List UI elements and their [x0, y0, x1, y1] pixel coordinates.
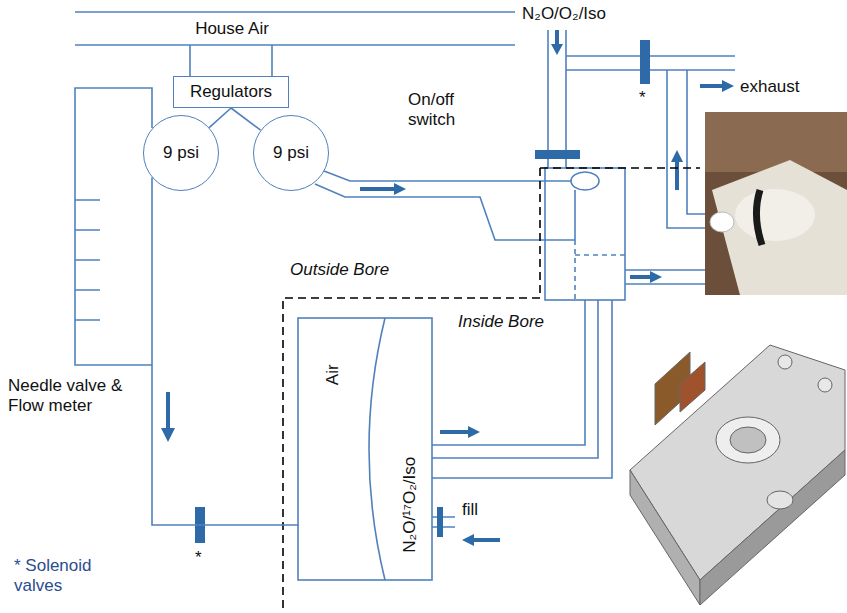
tube	[315, 184, 575, 240]
flow-arrow	[630, 275, 652, 279]
render-block	[680, 362, 705, 412]
solenoid-valve	[535, 150, 580, 159]
render-post	[778, 355, 792, 369]
flow-arrow	[472, 538, 500, 542]
flow-arrow	[166, 392, 170, 430]
flow-arrow	[722, 80, 734, 92]
chamber-tube	[432, 300, 612, 478]
switch-line	[574, 190, 576, 240]
bore-boundary	[283, 168, 700, 613]
chamber-membrane	[369, 318, 385, 580]
supply-line	[190, 45, 272, 76]
flow-arrow	[555, 30, 559, 46]
air-compartment: Air	[299, 319, 365, 579]
photo-mouse	[735, 189, 815, 241]
switch-line	[575, 240, 625, 300]
flow-meter-ticks	[75, 200, 100, 320]
flow-meter-label: Needle valve & Flow meter	[8, 376, 142, 417]
render-screw	[767, 491, 793, 509]
return-tube	[667, 70, 705, 228]
node-text: N₂O/¹⁷O₂/Iso	[400, 457, 420, 553]
fill-tube	[432, 517, 455, 527]
animal-tube	[625, 270, 705, 284]
note-label: * Solenoid valves	[14, 556, 109, 597]
render-post	[818, 378, 832, 392]
switch-label: On/off switch	[408, 90, 472, 131]
render-front	[630, 470, 700, 605]
node-text: 9 psi	[273, 143, 309, 163]
gas-compartment: N₂O/¹⁷O₂/Iso	[389, 319, 431, 579]
flow-arrow	[394, 183, 406, 195]
supply-label: House Air	[195, 19, 269, 39]
render-bore	[730, 427, 766, 453]
fill-label: fill	[462, 500, 478, 520]
gas-label: N₂O/O₂/Iso	[522, 4, 606, 24]
pressure-gauge: 9 psi	[143, 115, 219, 191]
flow-arrow	[675, 160, 679, 190]
solenoid-valve	[640, 40, 650, 84]
tube-connector	[152, 178, 299, 525]
flow-meter-frame	[75, 88, 152, 365]
switch-valve	[571, 172, 599, 190]
node-text: 9 psi	[163, 143, 199, 163]
exhaust-label: exhaust	[740, 77, 800, 97]
tube-connector	[231, 108, 261, 130]
holder-render	[630, 345, 845, 605]
photo-ground	[705, 112, 847, 295]
regulator-box: Regulators	[173, 76, 289, 108]
flow-arrow	[360, 187, 396, 191]
flow-arrow	[700, 84, 724, 88]
photo-band	[756, 190, 762, 245]
tube	[324, 171, 571, 181]
flow-arrow	[161, 428, 175, 442]
region-label: Outside Bore	[290, 260, 389, 280]
animal-photo	[705, 112, 847, 295]
solenoid-mark: *	[639, 88, 646, 108]
exhaust-tube	[566, 56, 735, 70]
flow-arrow	[671, 150, 683, 162]
flow-arrow	[468, 426, 480, 438]
pressure-gauge: 9 psi	[253, 115, 329, 191]
flow-arrow	[462, 534, 474, 546]
flow-arrow	[551, 44, 563, 55]
render-bore	[716, 417, 780, 463]
region-label: Inside Bore	[458, 312, 544, 332]
render-side	[700, 450, 845, 605]
fill-valve	[437, 507, 443, 537]
node-text: Air	[322, 365, 342, 386]
photo-nose	[710, 212, 734, 232]
input-tube	[548, 30, 566, 168]
node-text: Regulators	[190, 82, 272, 102]
tube-connector	[209, 108, 231, 128]
switch-box	[545, 168, 625, 300]
house-air-band	[75, 12, 515, 45]
flow-arrow	[440, 430, 470, 434]
photo-light	[705, 112, 847, 172]
flow-arrow	[650, 271, 662, 283]
solenoid-mark: *	[195, 548, 202, 568]
chamber	[298, 318, 432, 580]
